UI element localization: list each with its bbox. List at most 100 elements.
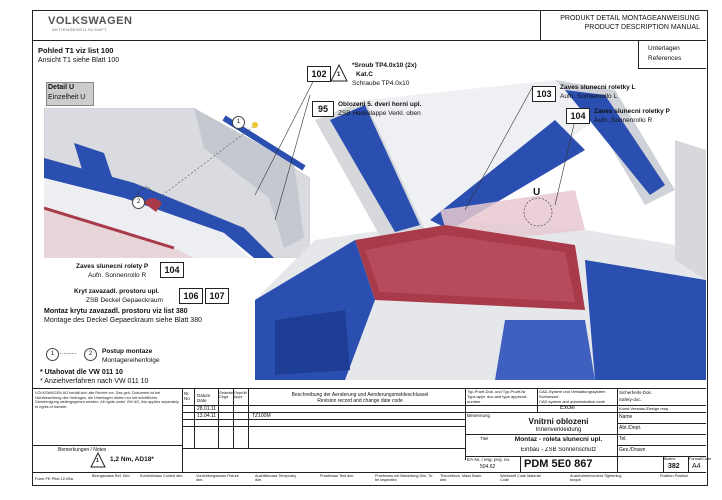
legend-ref-dim: Bezugsmass Ref. Dim. [92,474,131,478]
doc-title-en: PRODUCT DESCRIPTION MANUAL [584,24,700,31]
tb-r-h3 [465,434,617,435]
kat-number: 1 [337,72,341,78]
callout-102: 102 [307,66,331,82]
col-check: Geprüft Appr. [234,391,247,399]
seq-step-1: 1 [46,348,59,361]
safety-doc-en: Safety-doc. [619,397,642,402]
typ-pruef: Typ-Pruef-Dok. und Typ-Pruef-Nr [467,390,526,394]
seq-dots: .......... [60,350,77,356]
sheet-number: 382 [668,463,680,470]
ea-label: EA-Nr. / eng. proj. no. [467,457,511,462]
drawing-frame [32,10,708,486]
title-cz: Vnitrni oblozeni [528,417,589,426]
format-label: Format/Code [689,457,712,461]
legal-text: VOLKSWAGEN AG behält sich alle Rechte vo… [35,391,179,410]
view-title-de: Ansicht T1 siehe Blatt 100 [38,57,120,64]
callout-103: 103 [532,86,556,102]
header-vdivider [540,10,541,40]
form-number: Form FE Pilot 12.05a [35,476,73,481]
rev2-code: TZ100M [252,413,271,419]
col-no: Nr. No [184,391,190,401]
change-desc-de: Beschreibung der Aenderung und Aenderung… [291,392,429,398]
tb-r-v3 [520,456,521,472]
torque-spec: 1,2 Nm, AD18* [110,456,154,463]
blind-p-label-cz: Zaves slunecni roletky P [594,108,670,115]
ea-value: 504.62 [480,464,496,470]
tb-h1 [182,405,465,406]
torque-triangle-icon [90,452,106,468]
tb-r-h7 [465,456,706,457]
title-de: Innenverkleidung [535,427,582,433]
mount-note-cz: Montaz krytu zavazadl. prostoru viz list… [44,308,188,315]
screw-kat: Kat.C [356,71,373,78]
legend-inspected-dim: Pruefmass mit Bewertung Dim. To be inspe… [375,474,433,482]
detail-label-box [46,82,94,106]
torque-spec-num: 1 [96,458,99,464]
tb-r-h4 [617,423,706,424]
seq-label-cz: Postup montaze [102,348,153,355]
references-label-en: References [648,55,682,62]
subtitle-cz: Montaz - roleta slunecni upl. [514,436,603,443]
cad-label-en: CAD system and administration code [539,399,605,404]
seq-label-de: Montagereihenfolge [102,357,160,364]
tb-h2 [182,412,465,413]
tb-remarks-top [32,445,182,446]
step-2-marker: 2 [132,196,145,209]
tb-r-v4 [663,456,664,472]
detail-u-illustration [44,108,310,258]
legend-material-code: Werkstoff Code Material Code [500,474,541,482]
trim-label-cz: Oblozeni 5. dveri horni upl. [338,101,422,108]
torque-note-de: * Anziehverfahren nach VW 011 10 [40,378,149,385]
blind-p2-label-cz: Zaves slunecni rolety P [76,263,149,270]
cover-label-cz: Kryt zavazadl. prostoru upl. [74,288,160,295]
cover-label-de: ZSB Deckel Gepaeckraum [86,297,163,304]
rev2-date: 13.04.11 [197,413,217,419]
col-date: Datum Date [197,393,211,403]
detail-label-cz: Detail U [48,84,75,91]
doc-title-de: PRODUKT DETAIL MONTAGEANWEISUNG [560,15,700,22]
trunk-illustration [255,80,706,380]
brand-sub: AKTIENGESELLSCHAFT [52,27,108,32]
callout-107: 107 [205,288,229,304]
tb-h3 [182,419,465,420]
drawn-label: Gez./Drawn [619,447,646,453]
tb-r-v2 [617,388,618,472]
tb-h4 [182,426,465,427]
callout-95: 95 [312,101,334,117]
detail-u-marker: U [533,187,541,198]
col-change: Geändert Chgd [219,391,233,399]
blind-l-label-de: Aufn. Sonnenrollo L [560,93,618,100]
trim-label-de: ZSB Heckklappe Verkl. oben [338,110,421,117]
tb-r-h6 [617,445,706,446]
sheet-label: Blattnr. [664,457,676,461]
callout-106: 106 [179,288,203,304]
step-1-marker: 1 [232,116,245,129]
legend-control-dim: Kontrollmass Control dim. [140,474,184,478]
tb-r-v1 [537,388,538,412]
rev1-date: 28.01.11 [197,406,217,412]
tb-v4 [233,388,234,448]
titleblock-top [32,388,706,389]
blind-p-label-de: Aufn. Sonnenrollo R [594,117,653,124]
kat-triangle-icon [330,64,348,82]
blind-l-label-cz: Zaves slunecni roletky L [560,84,636,91]
legend-row-top [32,472,706,473]
tb-h5 [182,448,465,449]
cad-label: CAD-System und Verwaltungssystem Schlues… [539,390,606,399]
torque-note-cz: * Utahovat dle VW 011 10 [40,369,123,376]
seq-step-2: 2 [84,348,97,361]
format-value: A4 [692,463,701,470]
legend-test-dim: Pruefmass Test dim. [320,474,355,478]
legend-basic-dim: Theoretisch. Mass Basic dim. [440,474,482,482]
screw-label-cz: *Sroub TP4.0x10 (2x) [352,62,417,69]
subtitle-de: Einbau - ZSB Sonnenschutz [520,447,597,453]
callout-104-right: 104 [566,108,590,124]
tb-v5 [248,388,249,448]
tb-v6 [465,388,466,460]
references-box-left [638,40,639,68]
tb-v1 [182,388,183,472]
pdm-number: PDM 5E0 867 [524,458,593,470]
category-label: Benennung [467,413,491,418]
tb-r-h1 [465,405,706,406]
legend-fixture-dim: Vorrichtungsmass Fixture dim. [196,474,239,482]
